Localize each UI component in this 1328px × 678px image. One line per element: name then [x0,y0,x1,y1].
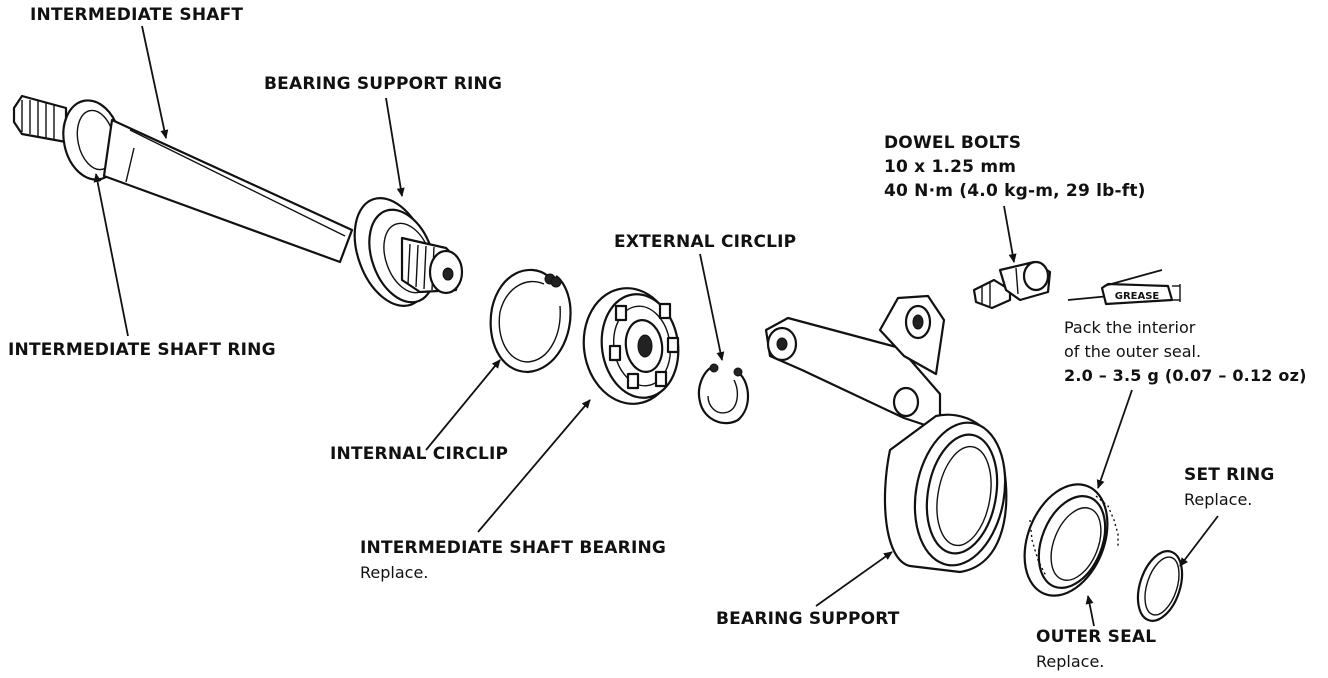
grease-note-line-1: Pack the interior [1064,318,1196,337]
label-dowel-bolts-size: 10 x 1.25 mm [884,157,1017,177]
leader-outer-seal-grease [1096,389,1133,489]
label-external-circlip: EXTERNAL CIRCLIP [614,232,797,252]
label-intermediate-shaft: INTERMEDIATE SHAFT [30,5,244,25]
label-intermediate-shaft-ring: INTERMEDIATE SHAFT RING [8,340,276,360]
intermediate-shaft-bearing [582,287,680,405]
label-intermediate-shaft-bearing: INTERMEDIATE SHAFT BEARING [360,538,667,558]
bearing-support [764,294,1008,574]
leader-bearing-support [815,551,893,607]
leader-internal-circlip [425,359,501,451]
leader-set-ring [1179,515,1219,567]
intermediate-shaft [12,94,464,307]
leader-dowel-bolts [1003,205,1017,263]
label-bearing-support-ring: BEARING SUPPORT RING [264,74,503,94]
grease-note-line-3: 2.0 – 3.5 g (0.07 – 0.12 oz) [1064,366,1307,385]
dowel-bolt [972,260,1052,310]
grease-tube: GREASE [1067,269,1181,306]
leader-lines [93,25,1219,627]
note-set-ring-replace: Replace. [1184,490,1253,509]
label-dowel-bolts-torque: 40 N·m (4.0 kg-m, 29 lb-ft) [884,181,1146,201]
label-internal-circlip: INTERNAL CIRCLIP [330,444,509,464]
grease-note-line-2: of the outer seal. [1064,342,1202,361]
grease-tube-label: GREASE [1115,291,1160,302]
set-ring [1136,550,1184,622]
note-intermediate-shaft-bearing-replace: Replace. [360,563,429,582]
leader-intermediate-shaft-bearing [477,399,591,533]
internal-circlip [489,268,572,374]
leader-outer-seal [1085,595,1095,627]
leader-external-circlip [699,253,725,361]
label-set-ring: SET RING [1184,465,1275,485]
label-outer-seal: OUTER SEAL [1036,627,1157,647]
leader-bearing-support-ring [385,97,405,197]
outer-seal [1023,483,1119,597]
label-bearing-support: BEARING SUPPORT [716,609,900,629]
label-dowel-bolts: DOWEL BOLTS [884,133,1022,153]
external-circlip [697,363,750,425]
note-outer-seal-replace: Replace. [1036,652,1105,671]
leader-intermediate-shaft-ring [93,173,129,337]
leader-intermediate-shaft [141,25,169,139]
